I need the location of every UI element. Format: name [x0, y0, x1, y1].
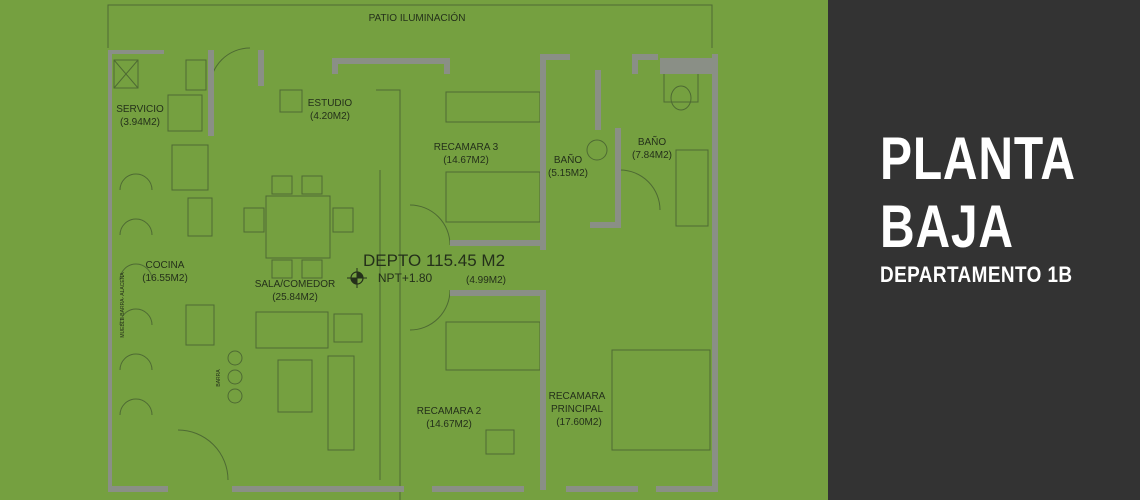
patio-boundary: [107, 4, 713, 48]
master-bed: [611, 349, 711, 451]
room-name: RECAMARA: [549, 391, 606, 402]
wall-south: [432, 486, 524, 492]
wall-r2-east: [540, 290, 546, 490]
room-area: (7.84M2): [632, 150, 672, 161]
fridge: [171, 144, 209, 191]
room-name: BAÑO: [638, 135, 667, 148]
wall-stub: [444, 58, 450, 74]
dining-table: [265, 195, 331, 259]
room-area: (14.67M2): [443, 155, 489, 166]
wall-west: [108, 50, 112, 490]
laundry-sink: [185, 59, 207, 91]
plan-walls: [108, 50, 718, 492]
room-area: (5.15M2): [548, 168, 588, 179]
room-name: SERVICIO: [116, 104, 164, 115]
wall-south: [656, 486, 718, 492]
dining-chair: [301, 259, 323, 279]
door-swing: [177, 429, 229, 481]
room-name: RECAMARA 2: [417, 406, 482, 417]
floor-plan-drawing: SERVICIO (3.94M2) ESTUDIO (4.20M2) RECAMARA …: [107, 4, 718, 500]
level-label: NPT+1.80: [378, 271, 433, 285]
dining-chair: [243, 207, 265, 233]
wall-bath-div-2: [615, 128, 621, 228]
title-panel: PLANTA BAJA DEPARTAMENTO 1B: [828, 0, 1140, 500]
room-area: (16.55M2): [142, 273, 188, 284]
r2-chair: [485, 429, 515, 455]
toilet: [670, 85, 692, 111]
room-area: PRINCIPAL: [551, 404, 603, 415]
bed-r3-lower: [445, 171, 541, 223]
wall-stub: [632, 54, 638, 74]
wall-bath-south: [590, 222, 620, 228]
door-swing: [209, 47, 251, 89]
wall-r3-south: [450, 240, 546, 246]
study-chair: [279, 89, 303, 113]
washer-cross: [113, 59, 139, 89]
dining-chair: [301, 175, 323, 195]
armchair: [333, 313, 363, 343]
subtitle-departamento: DEPARTAMENTO 1B: [880, 262, 1073, 287]
vanity: [675, 149, 709, 227]
room-area: (4.20M2): [310, 111, 350, 122]
wall-top: [540, 54, 570, 60]
room-name: COCINA: [146, 260, 185, 271]
bar-stool: [227, 388, 243, 404]
sofa: [255, 311, 329, 349]
title-planta: PLANTA: [880, 125, 1076, 192]
wall-south: [566, 486, 638, 492]
dining-chair: [271, 175, 293, 195]
dining-chair: [271, 259, 293, 279]
room-area: (17.60M2): [556, 417, 602, 428]
wall-top-right: [632, 54, 658, 60]
plan-linework: [107, 4, 713, 500]
door-swing: [619, 169, 661, 211]
room-area: (3.94M2): [120, 117, 160, 128]
coffee-table: [277, 359, 313, 413]
plan-labels: SERVICIO (3.94M2) ESTUDIO (4.20M2) RECAMARA …: [116, 11, 672, 430]
title-baja: BAJA: [880, 193, 1014, 260]
wall-r3-east: [540, 54, 546, 250]
room-name: RECAMARA 3: [434, 142, 499, 153]
wall-bath-div: [595, 70, 601, 130]
wall-stub: [332, 58, 338, 74]
wall-south: [108, 486, 168, 492]
bed-r3: [445, 91, 541, 123]
level-marker-icon: [347, 268, 367, 288]
room-area: (14.67M2): [426, 419, 472, 430]
room-name: BAÑO: [554, 153, 583, 166]
corridor-line: [376, 89, 401, 500]
wall-stub-right: [660, 58, 714, 74]
bar-label: BARRA: [216, 369, 222, 387]
stove: [185, 304, 215, 346]
sofa-long: [327, 355, 355, 451]
floor-plan-panel: SERVICIO (3.94M2) ESTUDIO (4.20M2) RECAMARA …: [0, 0, 828, 500]
kitchen-sink: [187, 197, 213, 237]
wall-r2-north: [450, 290, 546, 296]
toilet-2: [586, 139, 608, 161]
wall-service-east: [208, 50, 214, 136]
room-name: ESTUDIO: [308, 98, 353, 109]
dining-chair: [332, 207, 354, 233]
bed-r2: [445, 321, 541, 371]
bar-stool: [227, 369, 243, 385]
hall-area: (4.99M2): [466, 275, 506, 286]
toilet-tank: [663, 71, 699, 103]
room-area: (25.84M2): [272, 292, 318, 303]
wall-south: [232, 486, 404, 492]
total-area: DEPTO 115.45 M2: [363, 251, 505, 270]
washer-fixture: [113, 59, 139, 89]
door-swing: [409, 289, 451, 331]
cabinet-label: MUEBLE BARRA- ALACENA: [120, 272, 126, 338]
patio-label: PATIO ILUMINACIÓN: [369, 11, 466, 24]
door-swing: [409, 204, 451, 246]
room-name: SALA/COMEDOR: [255, 279, 336, 290]
wall-east: [712, 54, 718, 490]
wall-north-studio: [332, 58, 450, 64]
bar-stool: [227, 350, 243, 366]
pantry-doors: [119, 173, 153, 416]
wall-north-service: [108, 50, 164, 54]
dryer-fixture: [167, 94, 203, 132]
wall-stub: [258, 50, 264, 86]
